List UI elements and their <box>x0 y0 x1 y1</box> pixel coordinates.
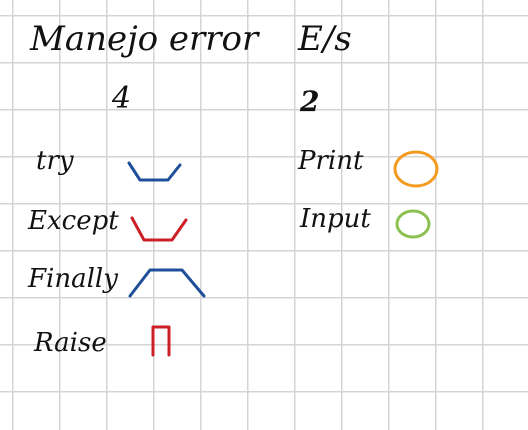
try-shape-icon <box>127 161 182 182</box>
except-label: Except <box>28 206 119 236</box>
print-oval-icon <box>393 150 439 188</box>
io-count: 2 <box>300 85 320 118</box>
raise-label: Raise <box>34 328 107 358</box>
finally-label: Finally <box>28 264 118 294</box>
except-shape-icon <box>130 216 188 242</box>
finally-shape-icon <box>128 268 206 298</box>
io-title: E/s <box>298 19 352 59</box>
error-handling-count: 4 <box>112 81 132 116</box>
try-label: try <box>36 146 74 176</box>
input-oval-icon <box>395 209 431 239</box>
error-handling-title: Manejo error <box>30 19 259 59</box>
input-label: Input <box>300 204 371 234</box>
print-label: Print <box>298 146 364 176</box>
raise-shape-icon <box>151 325 171 357</box>
